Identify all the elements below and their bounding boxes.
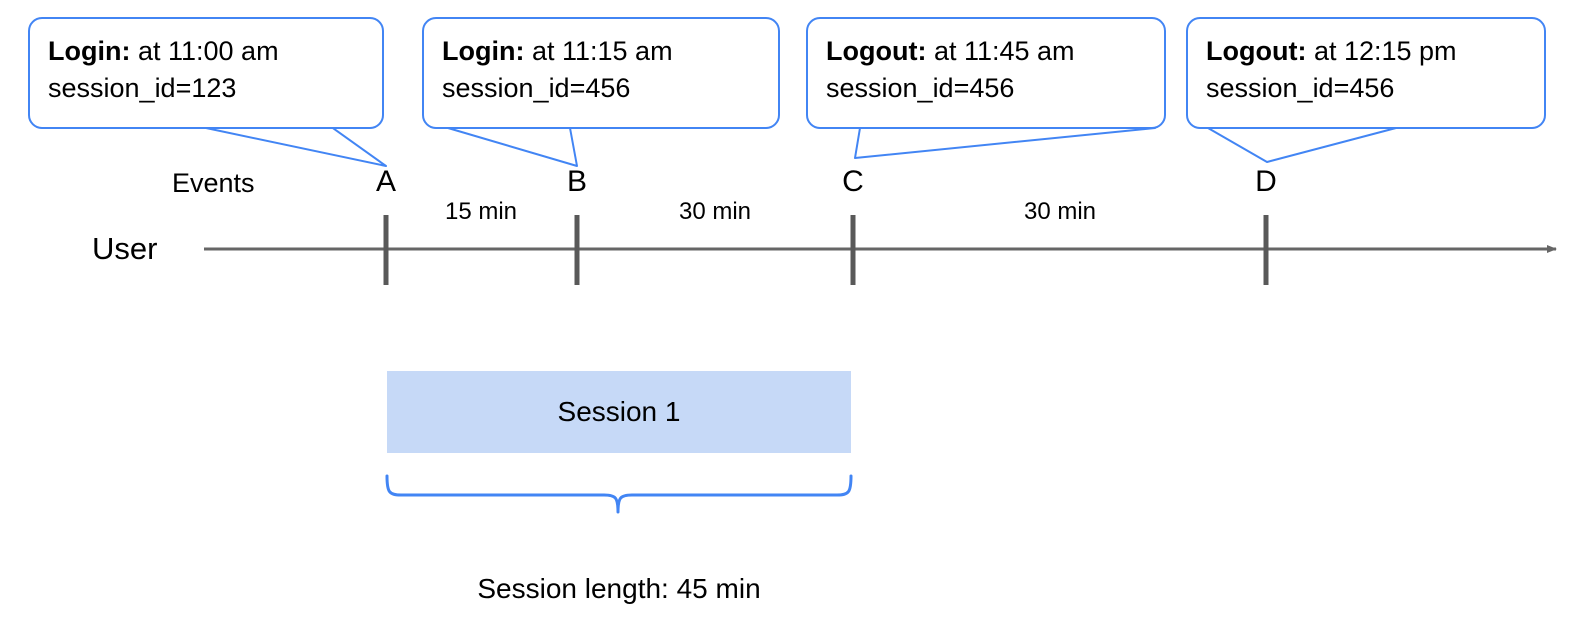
callout-bubble-c: Logout: at 11:45 am session_id=456 xyxy=(806,17,1166,129)
callout-b-detail: at 11:15 am xyxy=(524,36,673,66)
callout-bubble-a: Login: at 11:00 am session_id=123 xyxy=(28,17,384,129)
callout-tail-c xyxy=(854,127,1156,159)
session-bar: Session 1 xyxy=(387,371,851,453)
callout-c-detail: at 11:45 am xyxy=(926,36,1075,66)
callout-bubble-d: Logout: at 12:15 pm session_id=456 xyxy=(1186,17,1546,129)
tick-label-b: B xyxy=(566,165,587,198)
interval-label-ab: 15 min xyxy=(444,198,518,225)
callout-tail-a xyxy=(205,125,387,167)
tick-label-d: D xyxy=(1255,165,1277,198)
session-bar-label: Session 1 xyxy=(557,396,681,427)
callout-b-event: Login: xyxy=(442,36,525,66)
callout-d-session: session_id=456 xyxy=(1206,73,1395,103)
callout-a-detail: at 11:00 am xyxy=(130,36,279,66)
callout-a-session: session_id=123 xyxy=(48,73,237,103)
callout-b-session: session_id=456 xyxy=(442,73,631,103)
callout-tail-d xyxy=(1207,127,1397,163)
interval-label-cd: 30 min xyxy=(1023,198,1097,225)
callout-d-line1: Logout: at 12:15 pm xyxy=(1206,33,1526,70)
callout-c-line1: Logout: at 11:45 am xyxy=(826,33,1146,70)
callout-c-session: session_id=456 xyxy=(826,73,1015,103)
callout-tail-b xyxy=(447,127,578,167)
callout-a-line1: Login: at 11:00 am xyxy=(48,33,364,70)
callout-a-event: Login: xyxy=(48,36,131,66)
tick-label-c: C xyxy=(842,165,864,198)
session-brace xyxy=(385,474,853,514)
session-length-caption: Session length: 45 min xyxy=(477,573,761,604)
user-row-label: User xyxy=(92,231,158,266)
tick-label-a: A xyxy=(375,165,396,198)
callout-d-detail: at 12:15 pm xyxy=(1306,36,1457,66)
events-row-label: Events xyxy=(172,168,255,198)
callout-b-line1: Login: at 11:15 am xyxy=(442,33,760,70)
callout-d-event: Logout: xyxy=(1206,36,1307,66)
callout-bubble-b: Login: at 11:15 am session_id=456 xyxy=(422,17,780,129)
callout-c-event: Logout: xyxy=(826,36,927,66)
interval-label-bc: 30 min xyxy=(678,198,752,225)
